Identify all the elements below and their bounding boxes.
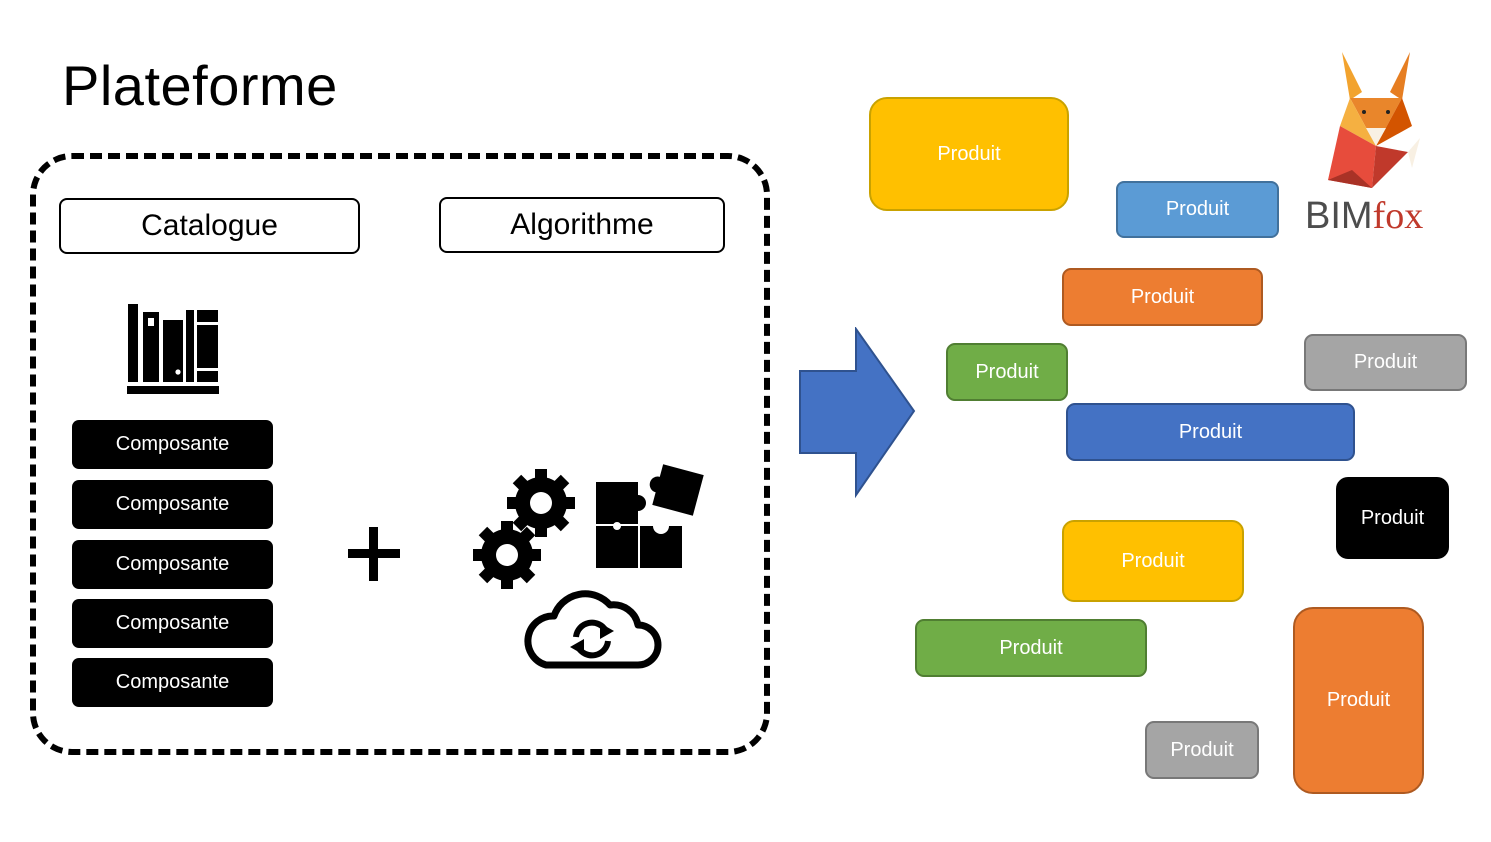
product-box-black: Produit: [1336, 477, 1449, 559]
component-block: Composante: [72, 658, 273, 707]
page-title: Plateforme: [62, 54, 338, 117]
right-arrow-icon: [799, 327, 916, 499]
logo-text-fox: fox: [1372, 195, 1424, 237]
cloud-sync-icon: [524, 590, 662, 669]
puzzle-icon: [596, 464, 704, 568]
product-box-gray: Produit: [1304, 334, 1467, 391]
product-box-gray: Produit: [1145, 721, 1259, 779]
product-box-lightblue: Produit: [1116, 181, 1279, 238]
fox-icon: [1328, 52, 1420, 188]
product-label: Produit: [1360, 506, 1425, 529]
component-block: Composante: [72, 540, 273, 589]
product-box-yellow: Produit: [869, 97, 1069, 211]
product-label: Produit: [1165, 198, 1230, 220]
product-label: Produit: [999, 636, 1063, 659]
product-label: Produit: [1178, 420, 1243, 443]
product-box-blue: Produit: [1066, 403, 1355, 461]
product-label: Produit: [1121, 549, 1185, 572]
product-label: Produit: [937, 142, 1001, 165]
catalogue-header: Catalogue: [59, 198, 360, 254]
component-block: Composante: [72, 599, 273, 648]
platform-frame: [30, 153, 770, 755]
logo-text-bim: BIM: [1305, 195, 1373, 237]
gears-icon: [473, 469, 575, 589]
product-label: Produit: [1130, 285, 1195, 308]
product-box-orange: Produit: [1062, 268, 1263, 326]
component-block: Composante: [72, 420, 273, 469]
algorithm-header: Algorithme: [439, 197, 725, 253]
product-label: Produit: [1326, 689, 1391, 711]
product-box-yellow: Produit: [1062, 520, 1244, 602]
plus-icon: [348, 527, 400, 581]
product-label: Produit: [975, 360, 1039, 383]
product-label: Produit: [1170, 738, 1234, 761]
product-box-green: Produit: [946, 343, 1068, 401]
component-block: Composante: [72, 480, 273, 529]
product-box-green: Produit: [915, 619, 1147, 677]
library-books-icon: [127, 304, 219, 394]
bimfox-logo-text: BIMfox: [1305, 197, 1423, 235]
product-label: Produit: [1353, 351, 1418, 373]
product-box-orange: Produit: [1293, 607, 1424, 794]
